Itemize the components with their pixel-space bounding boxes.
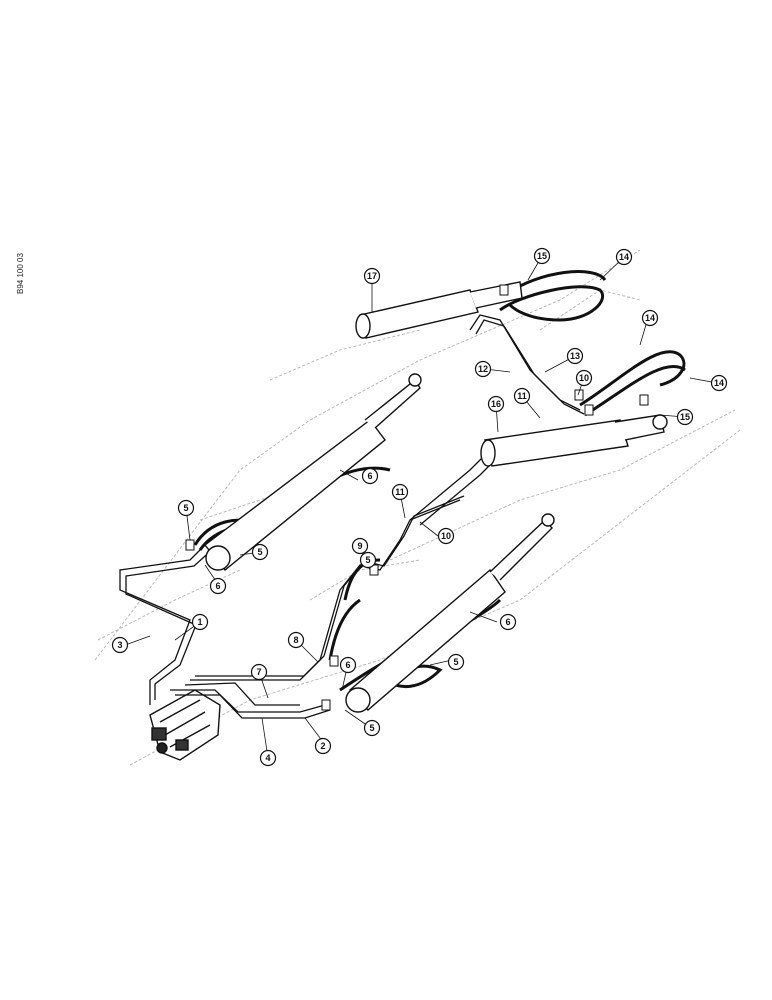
callout-15: 15 bbox=[676, 408, 694, 426]
callout-11: 11 bbox=[391, 483, 409, 501]
callout-number: 13 bbox=[570, 351, 580, 361]
callout-number: 14 bbox=[645, 313, 655, 323]
callout-circle bbox=[513, 387, 531, 405]
callout-number: 16 bbox=[491, 399, 501, 409]
callout-circle bbox=[177, 499, 195, 517]
callout-number: 5 bbox=[453, 657, 458, 667]
callout-circle bbox=[447, 653, 465, 671]
callout-number: 17 bbox=[367, 271, 377, 281]
callout-14: 14 bbox=[615, 248, 633, 266]
callout-circle bbox=[575, 369, 593, 387]
callout-number: 7 bbox=[256, 667, 261, 677]
callout-5: 5 bbox=[447, 653, 465, 671]
callout-circle bbox=[474, 360, 492, 378]
bucket-cylinder-lower bbox=[480, 414, 668, 467]
callout-6: 6 bbox=[339, 656, 357, 674]
callout-7: 7 bbox=[250, 663, 268, 681]
callout-circle bbox=[191, 613, 209, 631]
callout-10: 10 bbox=[575, 369, 593, 387]
callout-13: 13 bbox=[566, 347, 584, 365]
callout-number: 5 bbox=[365, 555, 370, 565]
callout-circle bbox=[533, 247, 551, 265]
callout-number: 14 bbox=[714, 378, 724, 388]
callout-6: 6 bbox=[361, 467, 379, 485]
callout-number: 4 bbox=[265, 753, 270, 763]
callout-number: 3 bbox=[117, 640, 122, 650]
callout-number: 1 bbox=[197, 617, 202, 627]
callout-number: 15 bbox=[680, 412, 690, 422]
callout-circle bbox=[566, 347, 584, 365]
callout-14: 14 bbox=[641, 309, 659, 327]
callout-circle bbox=[499, 613, 517, 631]
callout-number: 6 bbox=[215, 581, 220, 591]
steel-tubes bbox=[119, 314, 585, 719]
callout-11: 11 bbox=[513, 387, 531, 405]
callout-2: 2 bbox=[314, 737, 332, 755]
callout-number: 14 bbox=[619, 252, 629, 262]
callout-circle bbox=[250, 663, 268, 681]
callout-14: 14 bbox=[710, 374, 728, 392]
callout-16: 16 bbox=[487, 395, 505, 413]
callout-circle bbox=[391, 483, 409, 501]
callout-3: 3 bbox=[111, 636, 129, 654]
callout-number: 11 bbox=[517, 391, 527, 401]
callout-circle bbox=[359, 551, 377, 569]
callout-5: 5 bbox=[363, 719, 381, 737]
callout-number: 5 bbox=[257, 547, 262, 557]
callout-number: 5 bbox=[183, 503, 188, 513]
callout-4: 4 bbox=[259, 749, 277, 767]
callout-circle bbox=[209, 577, 227, 595]
callout-9: 9 bbox=[351, 537, 369, 555]
callout-number: 10 bbox=[441, 531, 451, 541]
callout-number: 11 bbox=[395, 487, 405, 497]
callout-number: 8 bbox=[293, 635, 298, 645]
callout-circle bbox=[615, 248, 633, 266]
callout-circle bbox=[641, 309, 659, 327]
callout-1: 1 bbox=[191, 613, 209, 631]
callout-number: 6 bbox=[345, 660, 350, 670]
callout-number: 6 bbox=[505, 617, 510, 627]
callout-8: 8 bbox=[287, 631, 305, 649]
fittings bbox=[185, 284, 649, 711]
callout-circle bbox=[437, 527, 455, 545]
bucket-cylinder-upper bbox=[355, 281, 523, 339]
callout-number: 6 bbox=[367, 471, 372, 481]
callout-number: 2 bbox=[320, 741, 325, 751]
callout-circle bbox=[251, 543, 269, 561]
lift-cylinder-left bbox=[204, 373, 422, 571]
callout-12: 12 bbox=[474, 360, 492, 378]
callout-circle bbox=[363, 267, 381, 285]
callout-5: 5 bbox=[177, 499, 195, 517]
callout-5: 5 bbox=[251, 543, 269, 561]
callout-5: 5 bbox=[359, 551, 377, 569]
callout-circle bbox=[351, 537, 369, 555]
callout-circle bbox=[111, 636, 129, 654]
control-valve bbox=[149, 689, 221, 761]
callout-number: 10 bbox=[579, 373, 589, 383]
callout-6: 6 bbox=[499, 613, 517, 631]
callout-10: 10 bbox=[437, 527, 455, 545]
callout-circle bbox=[710, 374, 728, 392]
callout-circle bbox=[361, 467, 379, 485]
callout-number: 5 bbox=[369, 723, 374, 733]
callout-17: 17 bbox=[363, 267, 381, 285]
callout-circle bbox=[339, 656, 357, 674]
callout-number: 15 bbox=[537, 251, 547, 261]
callout-circle bbox=[259, 749, 277, 767]
callout-number: 9 bbox=[357, 541, 362, 551]
callout-circle bbox=[287, 631, 305, 649]
callout-15: 15 bbox=[533, 247, 551, 265]
lift-cylinder-right bbox=[345, 513, 555, 713]
callout-circle bbox=[676, 408, 694, 426]
callout-circle bbox=[487, 395, 505, 413]
callout-circle bbox=[363, 719, 381, 737]
callout-number: 12 bbox=[478, 364, 488, 374]
callouts: 1234555556666789101011111213141414151516… bbox=[111, 247, 728, 767]
callout-circle bbox=[314, 737, 332, 755]
callout-6: 6 bbox=[209, 577, 227, 595]
